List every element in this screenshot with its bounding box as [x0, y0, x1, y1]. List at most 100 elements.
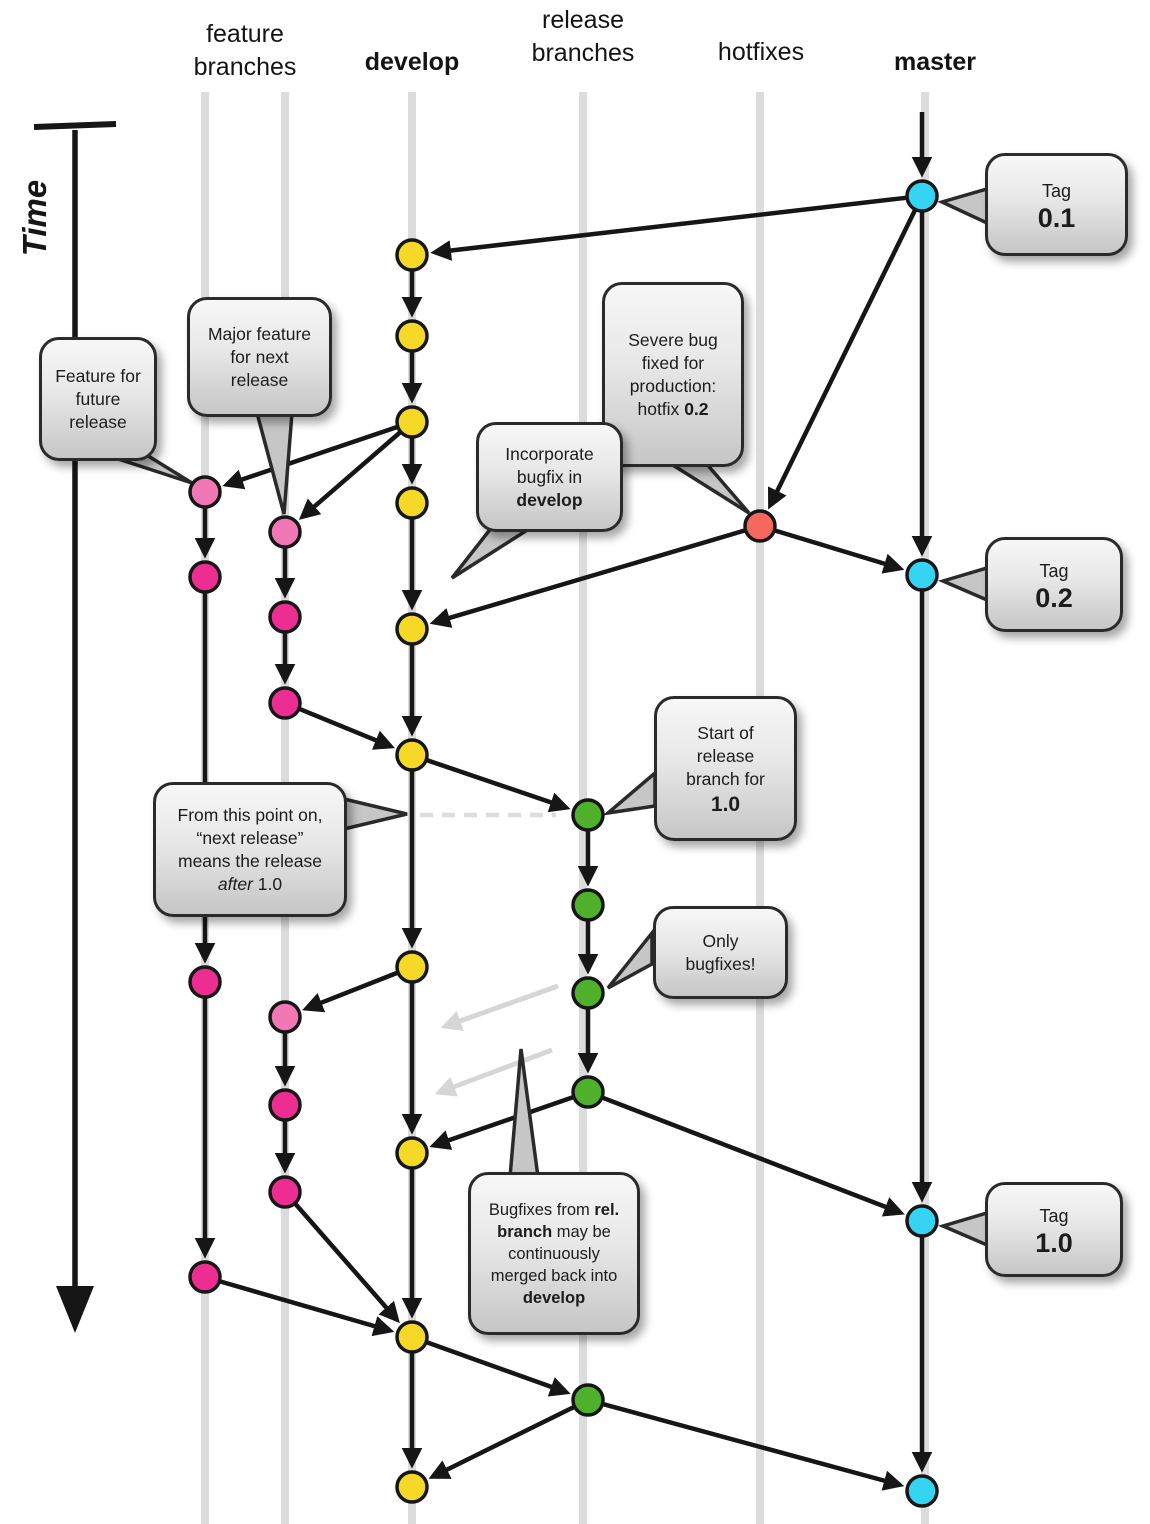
- column-header-feature-branches: feature branches: [194, 18, 297, 84]
- branch-lane: [921, 92, 929, 1524]
- commit-release-r5: [571, 1383, 605, 1417]
- callout-text-part: Start of release branch for: [686, 722, 765, 789]
- header-line: master: [894, 48, 976, 76]
- callout-tag-1-0: Tag 1.0: [985, 1182, 1123, 1277]
- tail-tag-0-1: [937, 186, 989, 226]
- callout-severe-bug: Severe bug fixed for production: hotfix …: [602, 282, 744, 467]
- header-line: branches: [531, 39, 635, 67]
- arrow-f4-to-d9: [219, 1279, 395, 1337]
- tail-severe-bug: [661, 460, 751, 515]
- commit-develop-d3: [395, 405, 429, 439]
- header-line: branches: [193, 53, 297, 81]
- callout-from-this-point: From this point on, “next release” means…: [153, 782, 347, 917]
- commit-feature-f1: [188, 475, 222, 509]
- commit-feature-g3: [268, 686, 302, 720]
- commit-master-m1: [905, 179, 939, 213]
- callout-text-bold: rel. branch: [497, 1200, 620, 1241]
- callout-text-part: may be continuously merged back into: [490, 1222, 618, 1285]
- commit-release-r4: [571, 1075, 605, 1109]
- column-header-master: master: [894, 46, 976, 79]
- tail-only-bugfixes: [606, 928, 654, 990]
- commit-feature-f2: [188, 560, 222, 594]
- commit-feature-g1: [268, 515, 302, 549]
- callout-incorporate-bugfix: Incorporate bugfix in develop: [476, 422, 623, 532]
- arrow-g3-to-d6: [298, 707, 395, 750]
- commit-feature-g2: [268, 600, 302, 634]
- commit-develop-d5: [395, 612, 429, 646]
- callout-bugfixes-merged-back: Bugfixes from rel. branch may be continu…: [468, 1172, 640, 1335]
- arrow-m1-to-h1: [767, 209, 917, 510]
- callout-text: Start of release branch for 1.0: [669, 722, 782, 816]
- time-arrow-top-bar: [33, 121, 117, 130]
- commit-develop-d1: [395, 238, 429, 272]
- commit-develop-d6: [395, 738, 429, 772]
- callout-text: From this point on, “next release” means…: [168, 804, 332, 896]
- tag-version: 0.1: [1037, 202, 1076, 233]
- column-header-develop: develop: [365, 46, 459, 79]
- tail-incorporate: [450, 525, 539, 580]
- arrow-r4-to-d8: [429, 1095, 574, 1150]
- commit-develop-d10: [395, 1470, 429, 1504]
- callout-text: Severe bug fixed for production: hotfix …: [617, 329, 729, 421]
- commit-feature-f3: [188, 965, 222, 999]
- callout-text: Incorporate bugfix in develop: [491, 443, 608, 512]
- callout-text-bold: 1.0: [710, 792, 741, 816]
- arrow-d6-to-r1: [426, 758, 571, 813]
- header-line: hotfixes: [717, 38, 805, 66]
- commit-release-r1: [571, 798, 605, 832]
- commit-hotfix-h1: [743, 509, 777, 543]
- tail-start-release: [602, 769, 657, 816]
- arrow-r5-to-d10: [428, 1405, 575, 1479]
- header-line: release: [541, 6, 624, 34]
- callout-text-bold: develop: [516, 489, 583, 510]
- callout-text: Bugfixes from rel. branch may be continu…: [483, 1199, 625, 1309]
- callout-text-part: Incorporate bugfix in: [505, 443, 594, 487]
- faded-merge-arrow: [440, 983, 559, 1031]
- callout-tag-0-2: Tag 0.2: [985, 537, 1123, 632]
- callout-text: Feature for future release: [55, 365, 141, 432]
- tag-version: 1.0: [1035, 1227, 1073, 1258]
- tag-label: Tag: [1039, 560, 1069, 581]
- callout-text-bold: develop: [522, 1288, 586, 1307]
- commit-master-m3: [905, 1204, 939, 1238]
- arrow-r5-to-m4: [602, 1402, 905, 1491]
- commit-develop-d4: [395, 486, 429, 520]
- callout-text-part: 1.0: [257, 873, 283, 894]
- callout-tag-0-1: Tag 0.1: [985, 153, 1128, 256]
- tag-label: Tag: [1041, 180, 1072, 201]
- commit-release-r3: [571, 976, 605, 1010]
- tail-from-this-point: [342, 796, 408, 832]
- callout-start-release: Start of release branch for 1.0: [654, 696, 797, 841]
- callout-text-part: Severe bug fixed for production: hotfix: [628, 329, 718, 419]
- arrow-g6-to-d9: [293, 1202, 400, 1324]
- callout-feature-future: Feature for future release: [39, 337, 157, 461]
- tail-tag-0-2: [937, 565, 989, 603]
- callout-text: Major feature for next release: [207, 323, 312, 390]
- callout-text-part: Bugfixes from: [488, 1200, 590, 1219]
- column-header-release-branches: release branches: [532, 4, 635, 70]
- commit-master-m2: [905, 558, 939, 592]
- commit-feature-f4: [188, 1260, 222, 1294]
- arrow-h1-to-d5: [429, 528, 746, 628]
- commit-feature-g6: [268, 1175, 302, 1209]
- commit-develop-d2: [395, 319, 429, 353]
- commit-release-r2: [571, 888, 605, 922]
- header-line: develop: [364, 48, 460, 76]
- arrow-d3-to-f1: [222, 424, 398, 490]
- arrow-d3-to-g1: [298, 430, 402, 520]
- commit-develop-d9: [395, 1320, 429, 1354]
- commit-develop-d7: [395, 950, 429, 984]
- tail-major-feature: [254, 411, 294, 515]
- commit-feature-g4: [268, 1000, 302, 1034]
- arrow-m1-to-d1: [430, 195, 907, 261]
- commit-develop-d8: [395, 1136, 429, 1170]
- tag-version: 0.2: [1035, 582, 1073, 613]
- callout-major-feature: Major feature for next release: [187, 297, 332, 417]
- arrow-d7-to-g4: [302, 970, 398, 1013]
- header-line: feature: [206, 20, 284, 48]
- commit-master-m4: [905, 1474, 939, 1508]
- time-axis-label: Time: [16, 179, 53, 257]
- arrow-d9-to-r5: [426, 1340, 571, 1397]
